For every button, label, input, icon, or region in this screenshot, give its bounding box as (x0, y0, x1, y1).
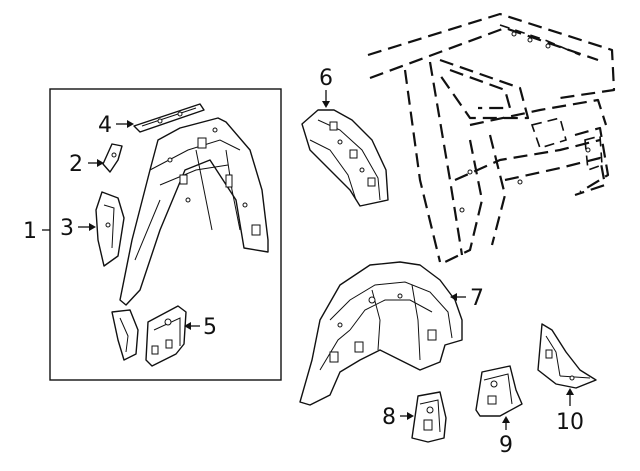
callout-10: 10 (556, 410, 584, 435)
callout-9: 9 (499, 433, 513, 458)
assembly-group-box (49, 88, 282, 381)
part-3-bracket (95, 191, 125, 267)
callout-6: 6 (319, 66, 333, 91)
part-10-bracket (537, 323, 597, 389)
callout-7: 7 (470, 286, 484, 311)
callout-4: 4 (98, 113, 112, 138)
callout-1: 1 (23, 219, 37, 244)
part-4-rail (133, 103, 205, 133)
part-6-pillar (301, 109, 389, 207)
part-1-wheelhouse-inner (119, 117, 269, 306)
part-7-wheelhouse-outer (299, 261, 463, 406)
callout-labels: 1 2 3 4 5 6 7 8 9 10 (23, 66, 584, 458)
part-2-bracket (102, 143, 123, 173)
part-5-bracket (145, 305, 187, 367)
part-9-bracket (475, 365, 523, 417)
callout-8: 8 (382, 405, 396, 430)
callout-5: 5 (203, 315, 217, 340)
part-8-bracket (411, 391, 447, 443)
part-1-lower-bracket (111, 309, 139, 361)
callout-2: 2 (69, 152, 83, 177)
vehicle-body-phantom (367, 12, 616, 263)
callout-3: 3 (60, 216, 74, 241)
leader-lines (42, 90, 574, 430)
